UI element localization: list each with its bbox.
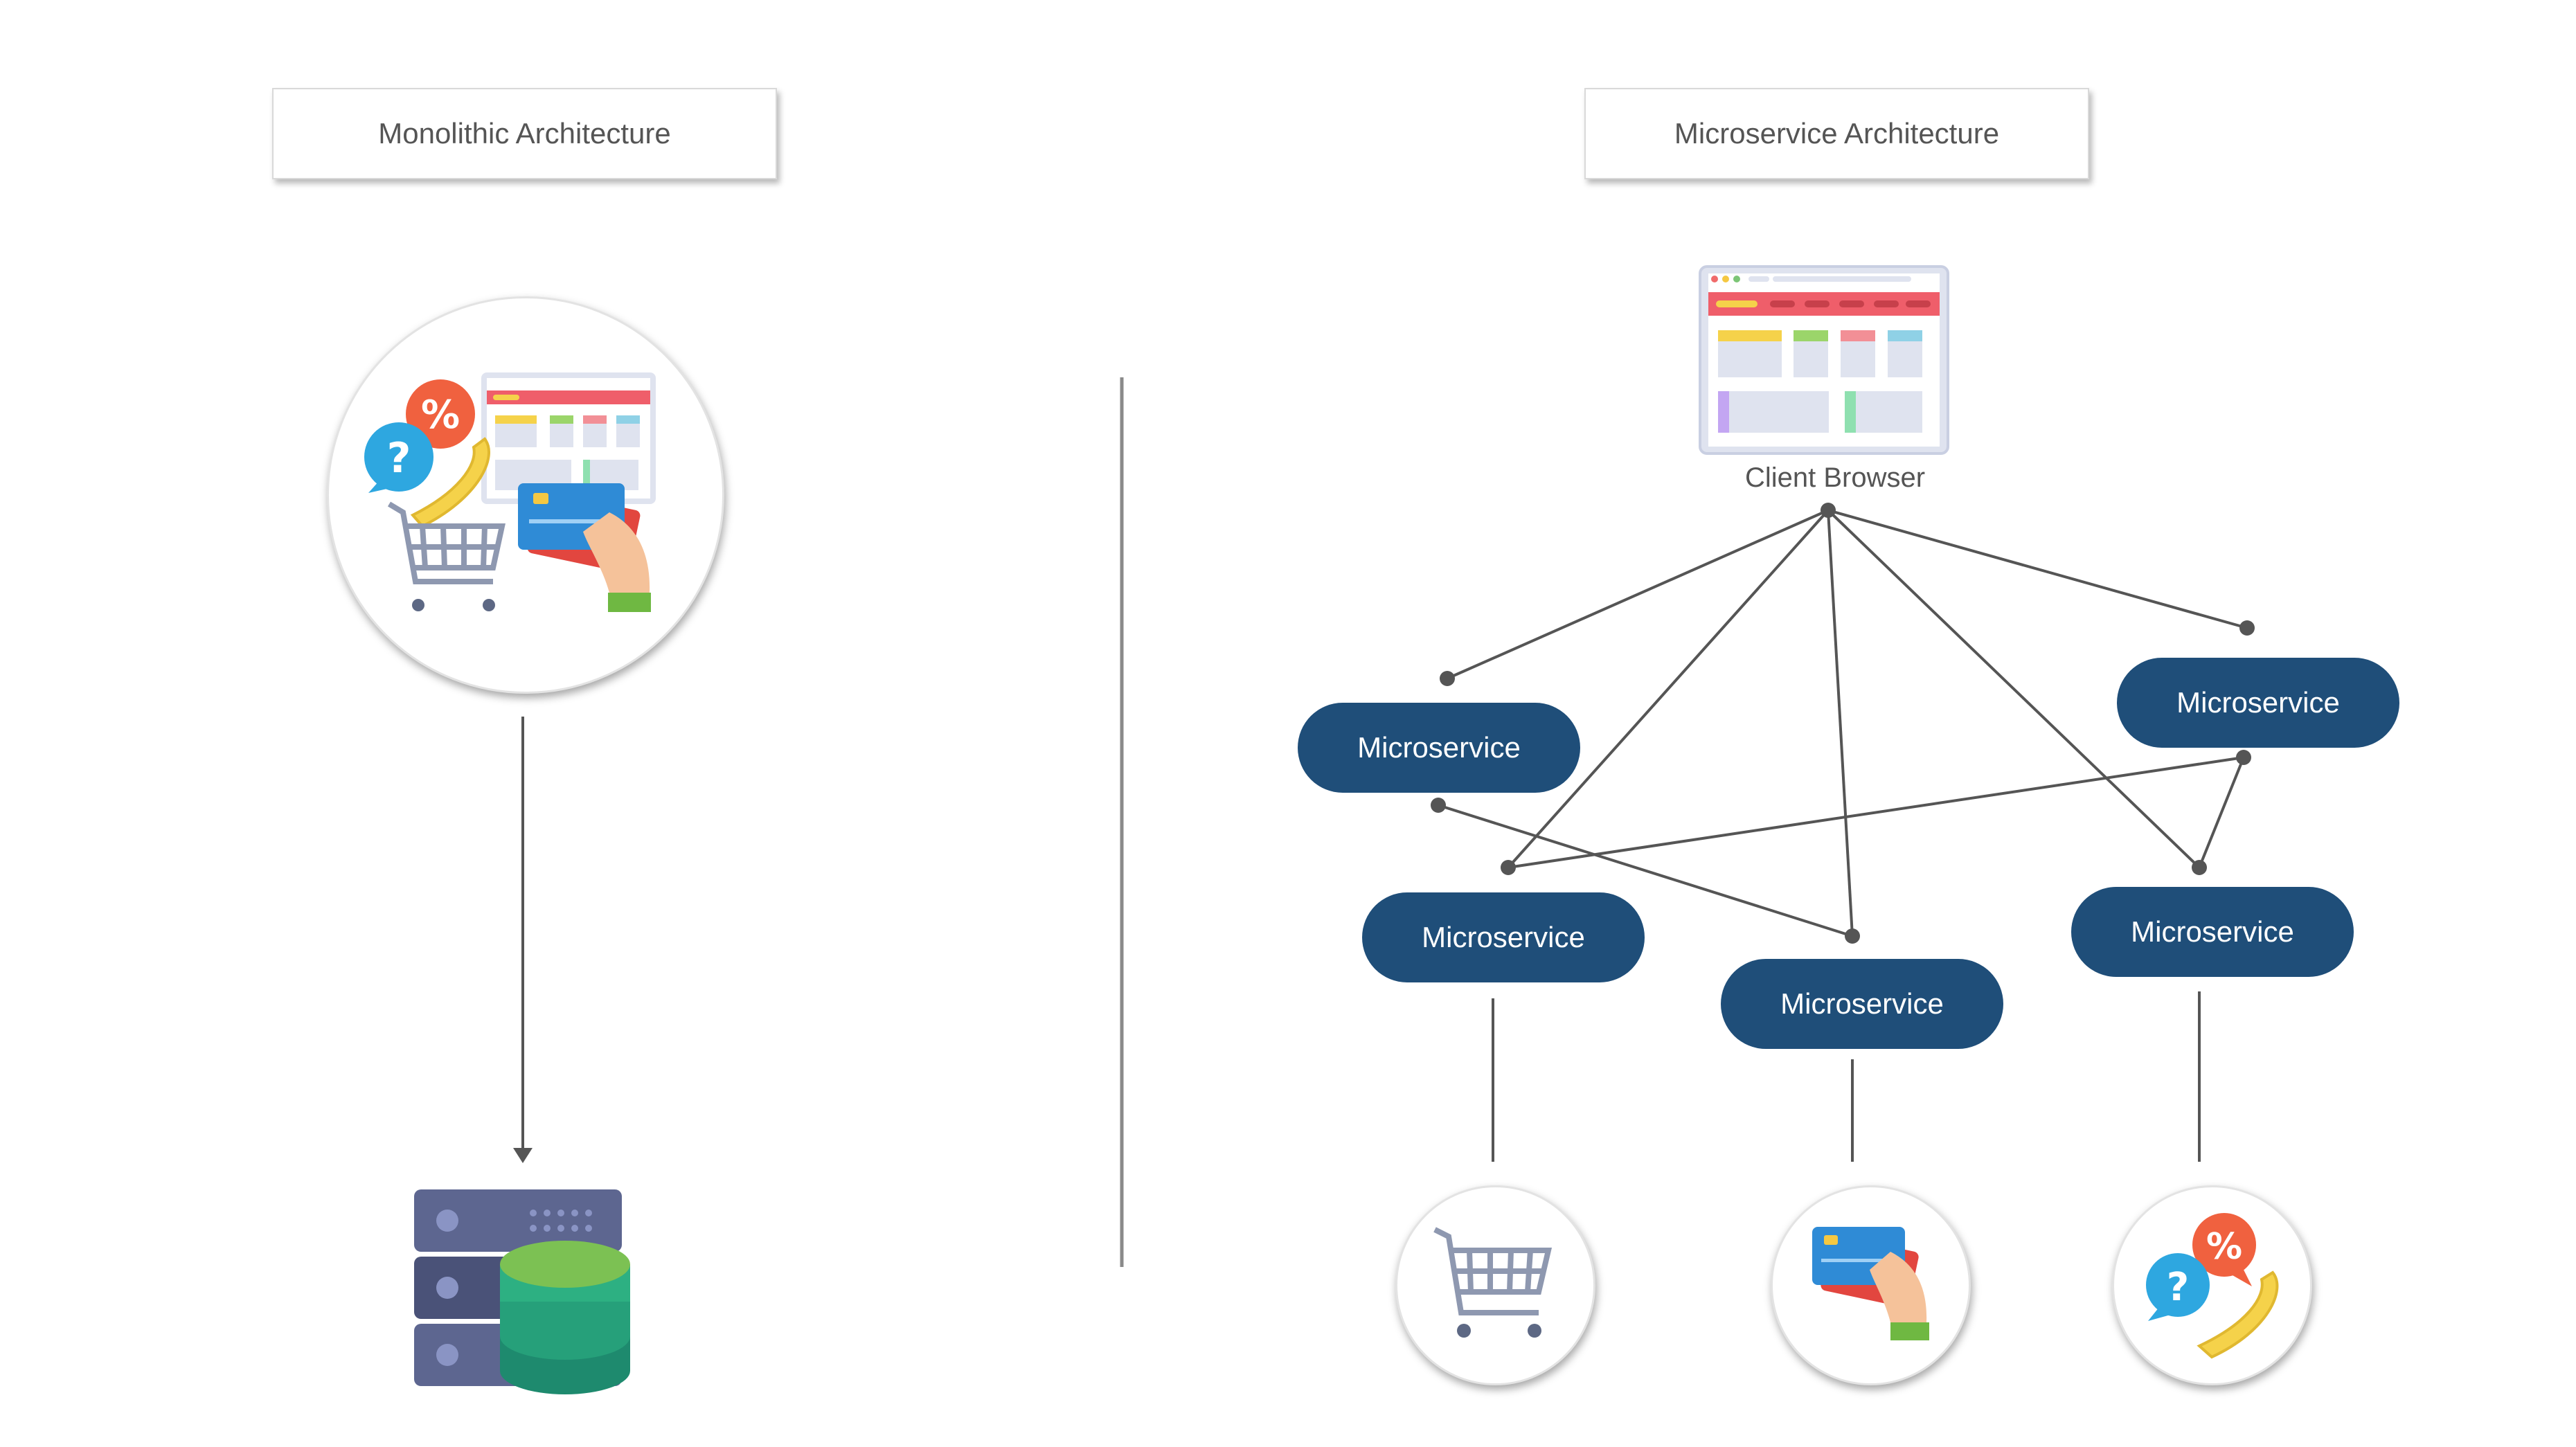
- service-connections: [1438, 509, 2248, 1162]
- monolith-arrowhead: [513, 1148, 533, 1163]
- monolithic-title: Monolithic Architecture: [272, 88, 777, 179]
- phone-call-icon: % ?: [2146, 1213, 2279, 1359]
- credit-card-icon: [1812, 1227, 1929, 1340]
- microservice-node: Microservice: [1362, 892, 1645, 982]
- microservice-node: Microservice: [1721, 959, 2003, 1049]
- microservice-node: Microservice: [1298, 703, 1580, 793]
- connection-nodes: [1431, 503, 2255, 944]
- microservice-title: Microservice Architecture: [1584, 88, 2089, 179]
- svg-text:%: %: [2206, 1226, 2242, 1268]
- shopping-cart-icon: [1433, 1227, 1553, 1315]
- svg-text:?: ?: [387, 434, 411, 483]
- svg-text:?: ?: [2167, 1265, 2189, 1310]
- svg-text:%: %: [421, 393, 460, 438]
- cart-service-circle: [1395, 1185, 1595, 1385]
- client-browser-label: Client Browser: [1744, 462, 1926, 493]
- microservice-node: Microservice: [2071, 887, 2354, 977]
- microservice-node: Microservice: [2117, 658, 2399, 748]
